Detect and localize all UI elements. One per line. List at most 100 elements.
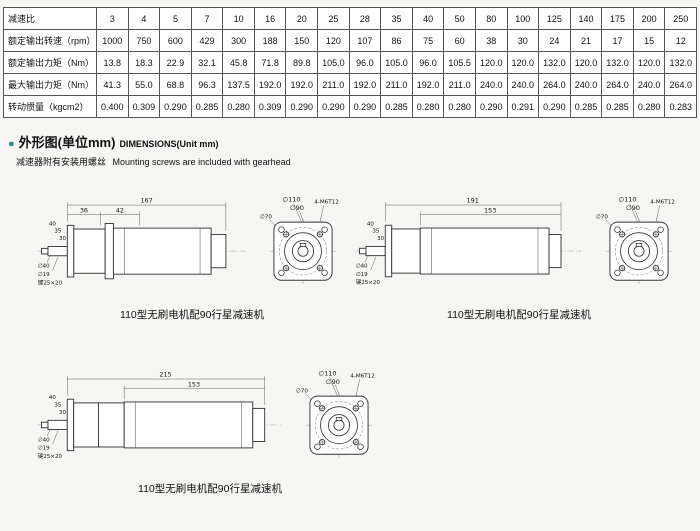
shaft-label-3: 键25×20	[38, 278, 63, 286]
shaft-label-2: ∅19	[38, 272, 50, 278]
dim-left-1: 40	[367, 221, 374, 227]
table-cell: 15	[632, 29, 666, 52]
table-cell: 3	[96, 7, 129, 30]
dim-left-3: 30	[59, 410, 66, 416]
table-cell: 188	[253, 29, 287, 52]
front-dim-bolt-circle: ∅90	[326, 378, 340, 386]
figure-motor-drawing-3: 215 153 40 35 30 ∅40 ∅19 键2	[36, 368, 384, 496]
table-cell: 105.5	[443, 51, 476, 74]
dim-left-2: 35	[372, 229, 379, 235]
mounting-note: 减速器附有安装用螺丝 Mounting screws are included …	[16, 155, 700, 168]
row-label: 减速比	[3, 7, 97, 30]
table-cell: 0.309	[127, 95, 161, 118]
dim-left-1: 40	[49, 395, 56, 401]
table-cell: 120.0	[569, 51, 603, 74]
table-cell: 0.290	[474, 95, 508, 118]
table-cell: 1000	[96, 29, 129, 52]
front-dim-pilot: ∅70	[596, 214, 608, 220]
table-cell: 0.285	[190, 95, 224, 118]
shaft-label-1: ∅40	[38, 437, 50, 443]
dimensions-section-header: ● 外形图(单位mm) DIMENSIONS(Unit mm)	[8, 132, 700, 151]
mounting-note-cn: 减速器附有安装用螺丝	[16, 157, 107, 167]
table-cell: 105.0	[380, 51, 413, 74]
shaft-label-1: ∅40	[38, 264, 50, 270]
table-cell: 0.309	[253, 95, 287, 118]
bullet-icon: ●	[8, 138, 15, 150]
side-view-drawing-2: 191 153 40 35 30 ∅40 ∅19 键25×20	[356, 196, 582, 286]
dim-a-label: 36	[80, 206, 88, 214]
table-cell: 86	[380, 29, 413, 52]
table-cell: 0.290	[538, 95, 571, 118]
table-cell: 0.291	[506, 95, 540, 118]
table-cell: 40	[411, 7, 445, 30]
table-cell: 120.0	[474, 51, 508, 74]
dim-motor-label: 153	[188, 380, 200, 388]
front-view-drawing-3: ∅110 ∅90 4-M6T12 ∅70	[296, 370, 375, 458]
table-cell: 105.0	[317, 51, 350, 74]
table-cell: 28	[348, 7, 382, 30]
table-cell: 264.0	[538, 73, 571, 96]
table-cell: 240.0	[506, 73, 540, 96]
table-cell: 4	[127, 7, 161, 30]
table-cell: 13.8	[96, 51, 129, 74]
table-cell: 100	[506, 7, 540, 30]
table-cell: 132.0	[538, 51, 571, 74]
table-cell: 211.0	[317, 73, 350, 96]
table-cell: 192.0	[348, 73, 382, 96]
table-cell: 0.290	[159, 95, 192, 118]
table-cell: 96.3	[190, 73, 224, 96]
table-cell: 24	[538, 29, 571, 52]
table-cell: 264.0	[601, 73, 634, 96]
dim-left-2: 35	[54, 403, 61, 409]
table-cell: 0.285	[569, 95, 603, 118]
table-cell: 120.0	[632, 51, 666, 74]
table-cell: 41.3	[96, 73, 129, 96]
dim-left-1: 40	[49, 221, 57, 227]
table-cell: 120.0	[506, 51, 540, 74]
table-cell: 18.3	[127, 51, 161, 74]
table-cell: 0.280	[632, 95, 666, 118]
table-cell: 192.0	[285, 73, 319, 96]
front-dim-bolt-circle: ∅90	[290, 204, 304, 212]
table-cell: 132.0	[664, 51, 697, 74]
dim-left-3: 30	[377, 236, 384, 242]
table-cell: 12	[664, 29, 697, 52]
table-cell: 211.0	[443, 73, 476, 96]
figure-row-1: 167 36 42 40 35 30 ∅40	[0, 194, 700, 322]
table-cell: 0.280	[222, 95, 255, 118]
side-view-drawing-1: 167 36 42 40 35 30 ∅40	[37, 196, 246, 286]
front-dim-pilot: ∅70	[296, 388, 308, 394]
shaft-label-1: ∅40	[356, 264, 368, 270]
dim-total-label: 191	[467, 196, 479, 204]
table-cell: 89.8	[285, 51, 319, 74]
side-view-drawing-3: 215 153 40 35 30 ∅40 ∅19 键2	[37, 370, 282, 460]
row-label: 额定输出转速（rpm）	[3, 29, 97, 52]
table-cell: 71.8	[253, 51, 287, 74]
mounting-note-en: Mounting screws are included with gearhe…	[112, 157, 291, 167]
table-cell: 10	[222, 7, 255, 30]
table-cell: 38	[474, 29, 508, 52]
figure-motor-drawing-2: 191 153 40 35 30 ∅40 ∅19 键25×20	[354, 194, 684, 322]
table-cell: 25	[317, 7, 350, 30]
figure-caption-3: 110型无刷电机配90行星减速机	[138, 483, 282, 495]
table-cell: 32.1	[190, 51, 224, 74]
table-cell: 55.0	[127, 73, 161, 96]
shaft-label-2: ∅19	[38, 446, 50, 452]
row-label: 转动惯量（kgcm2）	[3, 95, 97, 118]
table-cell: 750	[127, 29, 161, 52]
table-cell: 22.9	[159, 51, 192, 74]
table-cell: 5	[159, 7, 192, 30]
table-cell: 96.0	[411, 51, 445, 74]
table-cell: 107	[348, 29, 382, 52]
table-cell: 17	[601, 29, 634, 52]
table-cell: 125	[538, 7, 571, 30]
table-cell: 140	[569, 7, 603, 30]
table-cell: 200	[632, 7, 666, 30]
front-dim-screws: 4-M6T12	[650, 199, 675, 205]
front-dim-pilot: ∅70	[260, 214, 272, 220]
dim-total-label: 215	[159, 370, 171, 378]
dim-motor-label: 153	[484, 206, 496, 214]
